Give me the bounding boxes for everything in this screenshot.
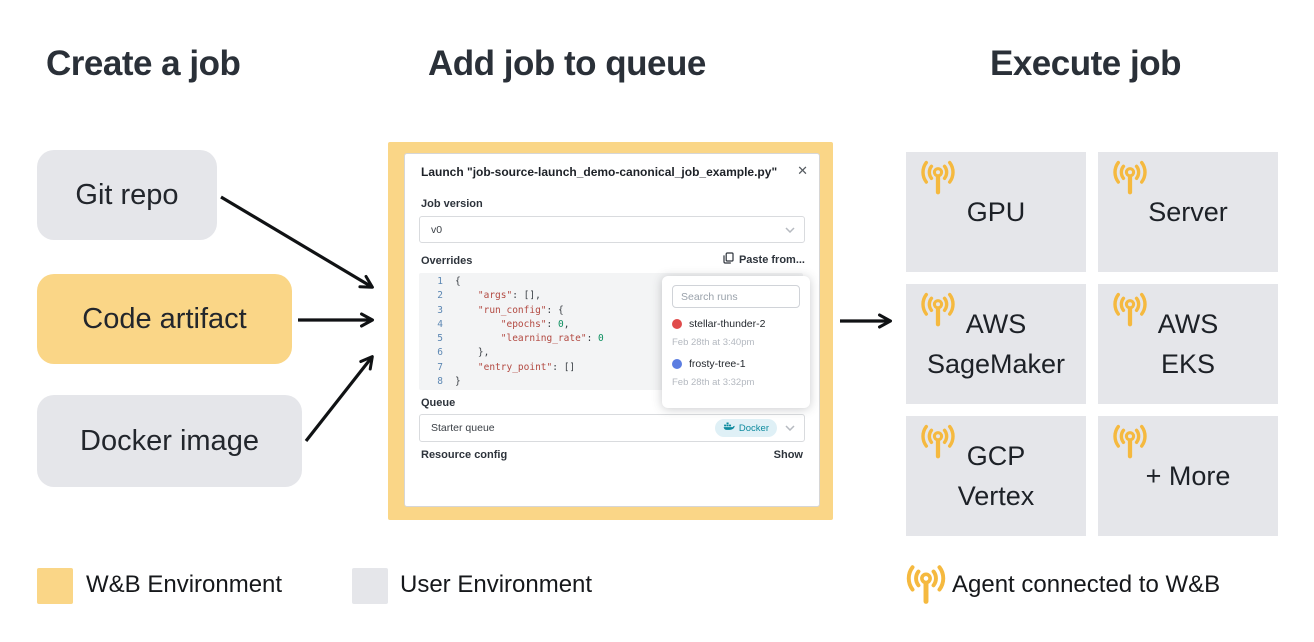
legend-label-user-environment: User Environment [400, 571, 593, 598]
job-version-label: Job version [421, 198, 483, 210]
show-button[interactable]: Show [773, 449, 803, 461]
target-label: Server [1148, 196, 1228, 227]
run-list-item[interactable]: frosty-tree-1 Feb 28th at 3:32pm [672, 358, 800, 388]
docker-whale-icon [723, 422, 735, 434]
paste-from-label: Paste from... [738, 253, 805, 266]
heading-add-job-to-queue: Add job to queue [428, 44, 706, 83]
code-line: 4 "epochs": 0, [437, 318, 570, 330]
queue-label: Queue [421, 397, 456, 409]
code-line: 1{ [437, 276, 461, 287]
target-box-aws-eks: AWS EKS [1098, 284, 1278, 404]
code-line: 6 }, [437, 347, 490, 359]
target-box-more: + More [1098, 416, 1278, 536]
code-line: 2 "args": [], [437, 290, 541, 302]
run-status-dot [672, 319, 682, 329]
legend-swatch-wandb [37, 568, 73, 604]
search-runs-input[interactable] [672, 285, 800, 308]
code-line: 7 "entry_point": [] [437, 361, 576, 373]
source-label: Code artifact [82, 302, 247, 335]
copy-icon [723, 252, 734, 267]
target-label-line2: Vertex [957, 481, 1035, 511]
target-label: AWS [1157, 308, 1219, 339]
run-status-dot [672, 359, 682, 369]
queue-select[interactable]: Starter queue Docker [419, 414, 805, 442]
overrides-label: Overrides [421, 255, 473, 267]
agent-antenna-icon [1110, 290, 1150, 342]
chevron-down-icon [785, 226, 795, 233]
target-label: + More [1145, 460, 1231, 491]
target-label: GPU [966, 196, 1026, 227]
target-label: GCP [966, 440, 1026, 471]
target-label: AWS [965, 308, 1027, 339]
target-box-gcp-vertex: GCP Vertex [906, 416, 1086, 536]
job-version-select[interactable]: v0 [419, 216, 805, 243]
execute-targets-grid: GPU Server AWS SageMaker AWS EKS [906, 152, 1278, 536]
run-name: frosty-tree-1 [689, 358, 746, 370]
chevron-down-icon [785, 425, 795, 431]
code-line: 3 "run_config": { [437, 304, 564, 316]
legend-label-wandb-environment: W&B Environment [86, 571, 283, 598]
queue-value: Starter queue [431, 422, 495, 434]
agent-antenna-icon [918, 422, 958, 474]
legend-swatch-user [352, 568, 388, 604]
source-label: Git repo [75, 178, 179, 211]
target-box-server: Server [1098, 152, 1278, 272]
run-list-item[interactable]: stellar-thunder-2 Feb 28th at 3:40pm [672, 318, 800, 348]
docker-badge-label: Docker [738, 422, 769, 434]
close-icon[interactable]: ✕ [797, 163, 808, 178]
code-line: 5 "learning_rate": 0 [437, 333, 604, 345]
source-label: Docker image [80, 424, 259, 457]
job-version-value: v0 [431, 223, 443, 236]
source-box-git-repo: Git repo [37, 150, 217, 240]
agent-antenna-icon [918, 290, 958, 342]
paste-from-button[interactable]: Paste from... [723, 252, 805, 267]
code-line: 8} [437, 376, 461, 388]
agent-antenna-icon [1110, 158, 1150, 210]
source-box-docker-image: Docker image [37, 395, 302, 487]
run-timestamp: Feb 28th at 3:32pm [672, 377, 755, 388]
heading-create-a-job: Create a job [46, 44, 241, 83]
agent-antenna-icon [903, 562, 949, 613]
target-box-aws-sagemaker: AWS SageMaker [906, 284, 1086, 404]
modal-title: Launch "job-source-launch_demo-canonical… [421, 165, 778, 179]
run-name: stellar-thunder-2 [689, 318, 766, 330]
agent-antenna-icon [1110, 422, 1150, 474]
source-box-code-artifact: Code artifact [37, 274, 292, 364]
heading-execute-job: Execute job [990, 44, 1181, 83]
legend-label-agent-connected: Agent connected to W&B [952, 571, 1221, 598]
target-label-line2: SageMaker [926, 349, 1066, 379]
target-label-line2: EKS [1160, 349, 1216, 379]
runs-popup: stellar-thunder-2 Feb 28th at 3:40pm fro… [662, 276, 810, 408]
resource-config-label: Resource config [421, 449, 508, 461]
agent-antenna-icon [918, 158, 958, 210]
run-timestamp: Feb 28th at 3:40pm [672, 337, 755, 348]
target-box-gpu: GPU [906, 152, 1086, 272]
docker-badge: Docker [714, 419, 777, 437]
